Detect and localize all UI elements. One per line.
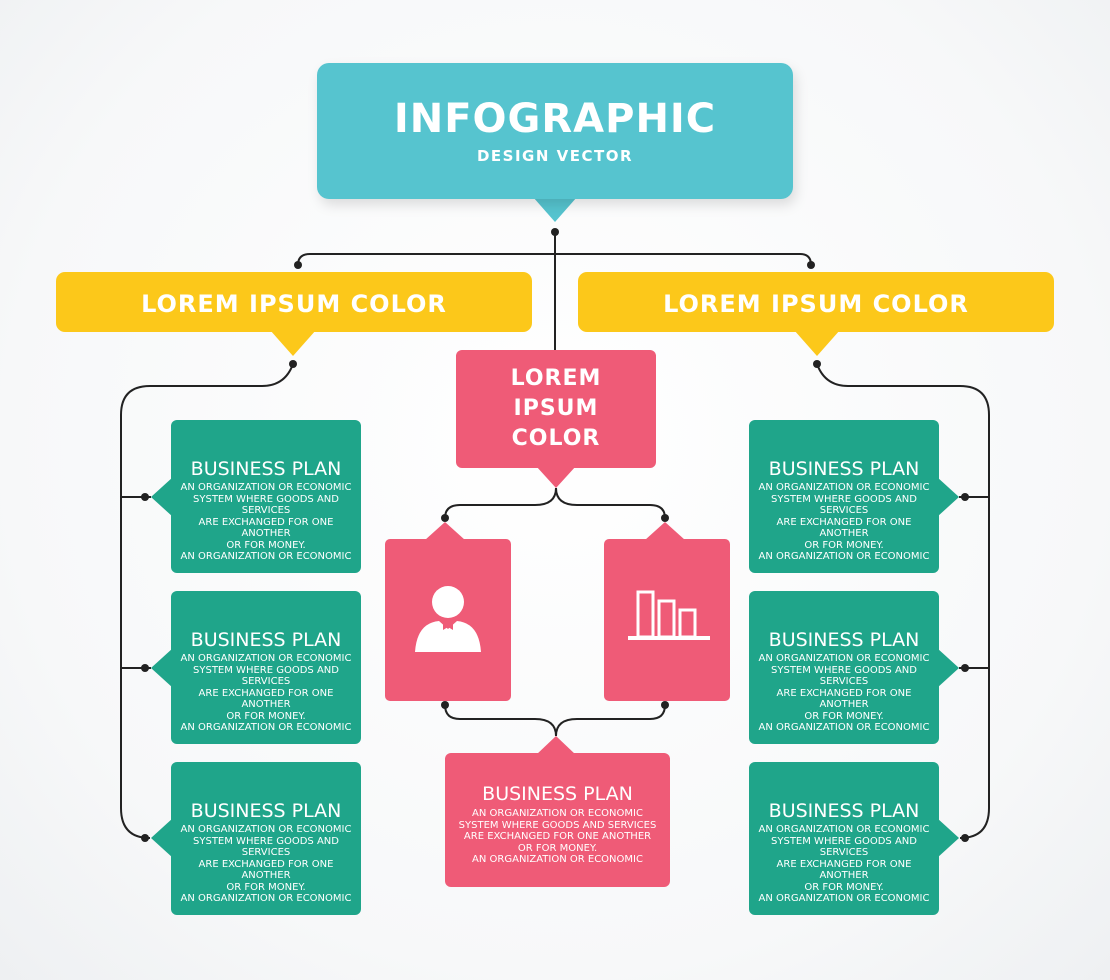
card-body-line: OR FOR MONEY. [226,881,306,893]
card-title: BUSINESS PLAN [190,629,342,651]
card-body: AN ORGANIZATION OR ECONOMIC SYSTEM WHERE… [755,482,933,563]
card-title: BUSINESS PLAN [768,629,920,651]
card-right-2: BUSINESS PLAN AN ORGANIZATION OR ECONOMI… [749,591,939,744]
card-body-line: OR FOR MONEY. [226,539,306,551]
card-body: AN ORGANIZATION OR ECONOMIC SYSTEM WHERE… [177,824,355,905]
card-body-line: AN ORGANIZATION OR ECONOMIC [180,824,352,835]
card-body: AN ORGANIZATION OR ECONOMIC SYSTEM WHERE… [755,824,933,905]
card-body-line: ARE EXCHANGED FOR ONE ANOTHER [198,858,334,882]
center-label-line: COLOR [511,426,601,451]
card-body-line: ARE EXCHANGED FOR ONE ANOTHER [776,516,912,540]
card-body-line: AN ORGANIZATION OR ECONOMIC [758,722,930,733]
card-left-2: BUSINESS PLAN AN ORGANIZATION OR ECONOMI… [171,591,361,744]
card-title: BUSINESS PLAN [768,458,920,480]
card-body-line: AN ORGANIZATION OR ECONOMIC [758,482,930,493]
card-body-line: ARE EXCHANGED FOR ONE ANOTHER [198,687,334,711]
card-body-line: ARE EXCHANGED FOR ONE ANOTHER [463,831,652,842]
box-pointers [151,197,959,858]
card-body: AN ORGANIZATION OR ECONOMIC SYSTEM WHERE… [177,653,355,734]
card-body-line: SYSTEM WHERE GOODS AND SERVICES [193,493,339,517]
card-left-3: BUSINESS PLAN AN ORGANIZATION OR ECONOMI… [171,762,361,915]
card-body-line: OR FOR MONEY. [517,842,598,854]
card-body-line: SYSTEM WHERE GOODS AND SERVICES [193,664,339,688]
center-label-line: LOREM [510,366,602,391]
card-body-line: AN ORGANIZATION OR ECONOMIC [180,653,352,664]
card-body-line: OR FOR MONEY. [804,710,884,722]
card-body: AN ORGANIZATION OR ECONOMIC SYSTEM WHERE… [451,808,664,866]
card-body-line: AN ORGANIZATION OR ECONOMIC [758,653,930,664]
card-title: BUSINESS PLAN [190,458,342,480]
card-body-line: AN ORGANIZATION OR ECONOMIC [180,893,352,904]
card-title: BUSINESS PLAN [482,783,633,805]
card-body-line: AN ORGANIZATION OR ECONOMIC [758,893,930,904]
card-right-1: BUSINESS PLAN AN ORGANIZATION OR ECONOMI… [749,420,939,573]
icon-card-left [385,539,511,701]
card-body-line: ARE EXCHANGED FOR ONE ANOTHER [198,516,334,540]
card-body-line: AN ORGANIZATION OR ECONOMIC [472,854,643,865]
title-text-wrap: INFOGRAPHIC DESIGN VECTOR [317,0,793,200]
card-body-line: SYSTEM WHERE GOODS AND SERVICES [193,835,339,859]
card-body-line: SYSTEM WHERE GOODS AND SERVICES [771,493,917,517]
card-title: BUSINESS PLAN [190,800,342,822]
card-body-line: OR FOR MONEY. [804,881,884,893]
card-left-1: BUSINESS PLAN AN ORGANIZATION OR ECONOMI… [171,420,361,573]
card-body-line: AN ORGANIZATION OR ECONOMIC [180,482,352,493]
card-body-line: AN ORGANIZATION OR ECONOMIC [180,551,352,562]
card-body: AN ORGANIZATION OR ECONOMIC SYSTEM WHERE… [177,482,355,563]
card-body-line: AN ORGANIZATION OR ECONOMIC [180,722,352,733]
bar-chart-icon [628,590,710,640]
card-body-line: SYSTEM WHERE GOODS AND SERVICES [771,835,917,859]
center-label-box: LOREM IPSUM COLOR [456,350,656,468]
card-body-line: ARE EXCHANGED FOR ONE ANOTHER [776,858,912,882]
card-body-line: AN ORGANIZATION OR ECONOMIC [758,551,930,562]
card-body-line: OR FOR MONEY. [226,710,306,722]
icon-card-right [604,539,730,701]
card-body: AN ORGANIZATION OR ECONOMIC SYSTEM WHERE… [755,653,933,734]
card-title: BUSINESS PLAN [768,800,920,822]
card-right-3: BUSINESS PLAN AN ORGANIZATION OR ECONOMI… [749,762,939,915]
card-body-line: AN ORGANIZATION OR ECONOMIC [472,808,643,819]
card-body-line: SYSTEM WHERE GOODS AND SERVICES [771,664,917,688]
title-box [317,63,793,199]
branch-label-right: LOREM IPSUM COLOR [578,272,1054,332]
branch-label-right-text: LOREM IPSUM COLOR [663,290,969,318]
connector-dots [141,228,969,842]
center-label-line: IPSUM [513,396,599,421]
page-title: INFOGRAPHIC [393,96,717,142]
card-body-line: OR FOR MONEY. [804,539,884,551]
card-center-bottom: BUSINESS PLAN AN ORGANIZATION OR ECONOMI… [445,753,670,887]
branch-label-left-text: LOREM IPSUM COLOR [141,290,447,318]
card-body-line: SYSTEM WHERE GOODS AND SERVICES [458,819,657,831]
page-subtitle: DESIGN VECTOR [476,147,634,165]
person-icon [415,586,481,652]
card-body-line: ARE EXCHANGED FOR ONE ANOTHER [776,687,912,711]
branch-label-left: LOREM IPSUM COLOR [56,272,532,332]
card-body-line: AN ORGANIZATION OR ECONOMIC [758,824,930,835]
